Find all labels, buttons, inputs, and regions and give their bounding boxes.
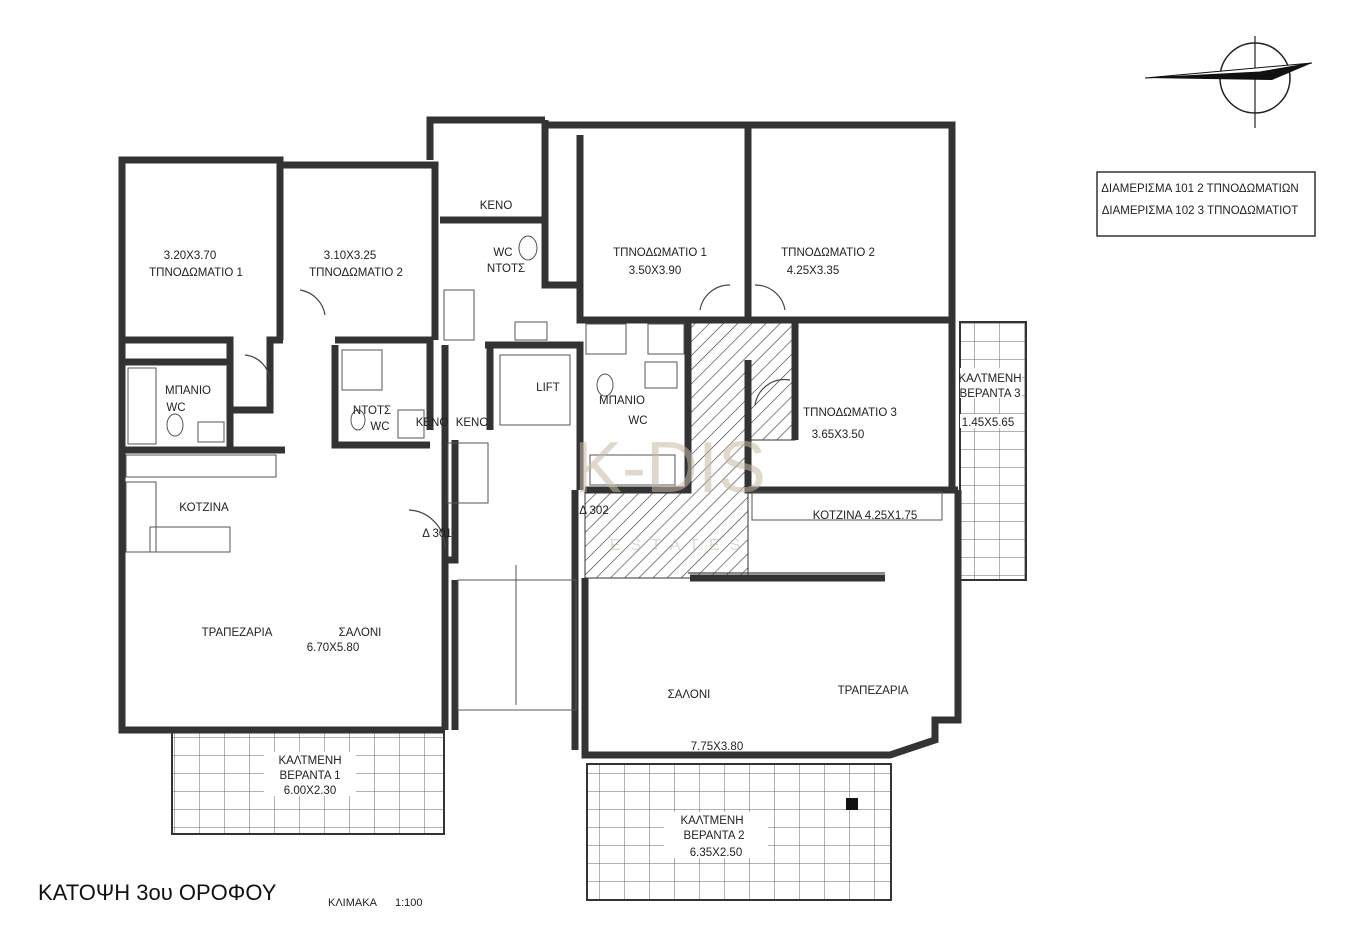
room-labels: 3.20X3.70 ΤΠΝΟΔΩΜΑΤΙΟ 1 3.10X3.25 ΤΠΝΟΔΩ… xyxy=(149,200,1021,859)
room-label: ΒΕΡΑΝΤΑ 1 xyxy=(280,770,341,782)
room-label: ΚΑΛΤΜΕΝΗ xyxy=(958,373,1021,385)
room-label: ΚΑΛΤΜΕΝΗ xyxy=(680,815,743,827)
room-label: ΜΠΑΝΙΟ xyxy=(165,385,211,397)
walls xyxy=(118,116,962,759)
veranda-3 xyxy=(959,321,1027,581)
room-label: 7.75X3.80 xyxy=(691,741,743,753)
column-marker xyxy=(846,798,858,810)
legend-line-2: ΔΙΑΜΕΡΙΣΜΑ 102 3 ΤΠΝΟΔΩΜΑΤΙΟΤ xyxy=(1102,205,1299,217)
room-label: 3.65X3.50 xyxy=(812,429,864,441)
room-label: 3.20X3.70 xyxy=(164,250,216,262)
fixtures xyxy=(125,235,943,711)
room-label: WC xyxy=(628,415,647,427)
room-label: KENO xyxy=(480,200,513,212)
room-label: 4.25X3.35 xyxy=(787,265,839,277)
room-label: ΜΠΑΝΙΟ xyxy=(599,395,645,407)
room-label: KENO xyxy=(416,417,449,429)
room-label: ΤΠΝΟΔΩΜΑΤΙΟ 2 xyxy=(309,267,403,279)
room-label: WC xyxy=(493,247,512,259)
room-label: 6.35X2.50 xyxy=(690,847,742,859)
room-label: 3.10X3.25 xyxy=(324,250,376,262)
room-label: ΝΤΟΤΣ xyxy=(487,263,525,275)
room-label: ΤΡΑΠΕΖΑΡΙΑ xyxy=(838,685,909,697)
room-label: ΣΑΛΟΝΙ xyxy=(668,689,711,701)
room-label: ΤΠΝΟΔΩΜΑΤΙΟ 3 xyxy=(803,407,897,419)
legend-line-1: ΔΙΑΜΕΡΙΣΜΑ 101 2 ΤΠΝΟΔΩΜΑΤΙΩΝ xyxy=(1101,183,1298,195)
room-label: 6.00X2.30 xyxy=(284,785,336,797)
watermark-logo: K-DIS ESTATES xyxy=(574,428,766,554)
room-label: WC xyxy=(370,421,389,433)
room-label: ΤΠΝΟΔΩΜΑΤΙΟ 1 xyxy=(149,267,243,279)
legend-box xyxy=(1096,171,1316,237)
room-label: 6.70X5.80 xyxy=(307,642,359,654)
room-label: 3.50X3.90 xyxy=(629,265,681,277)
room-label: KENO xyxy=(456,417,489,429)
room-label: ΚΟΤΖΙΝΑ xyxy=(179,502,229,514)
room-label: Δ 301 xyxy=(422,528,451,540)
room-label: ΤΡΑΠΕΖΑΡΙΑ xyxy=(202,627,273,639)
room-label: Δ 302 xyxy=(579,505,608,517)
room-label: ΒΕΡΑΝΤΑ 2 xyxy=(684,830,745,842)
svg-text:K-DIS: K-DIS xyxy=(574,428,766,508)
scale-value: 1:100 xyxy=(395,897,423,909)
scale-label: ΚΛΙΜΑΚΑ xyxy=(328,897,378,909)
room-label: WC xyxy=(166,402,185,414)
north-arrow-icon xyxy=(1144,36,1313,128)
room-label: ΤΠΝΟΔΩΜΑΤΙΟ 2 xyxy=(781,247,875,259)
room-label: ΚΑΛΤΜΕΝΗ xyxy=(278,755,341,767)
room-label: ΝΤΟΤΣ xyxy=(353,405,391,417)
room-label: 1.45X5.65 xyxy=(962,417,1014,429)
room-label: ΣΑΛΟΝΙ xyxy=(339,627,382,639)
room-label: LIFT xyxy=(536,382,560,394)
room-label: ΒΕΡΑΝΤΑ 3 xyxy=(960,388,1021,400)
svg-text:ESTATES: ESTATES xyxy=(610,537,751,554)
drawing-title: ΚΑΤΟΨΗ 3ου ΟΡΟΦΟΥ xyxy=(38,880,277,905)
room-label: ΚΟΤΖΙΝΑ 4.25X1.75 xyxy=(813,510,917,522)
room-label: ΤΠΝΟΔΩΜΑΤΙΟ 1 xyxy=(613,247,707,259)
